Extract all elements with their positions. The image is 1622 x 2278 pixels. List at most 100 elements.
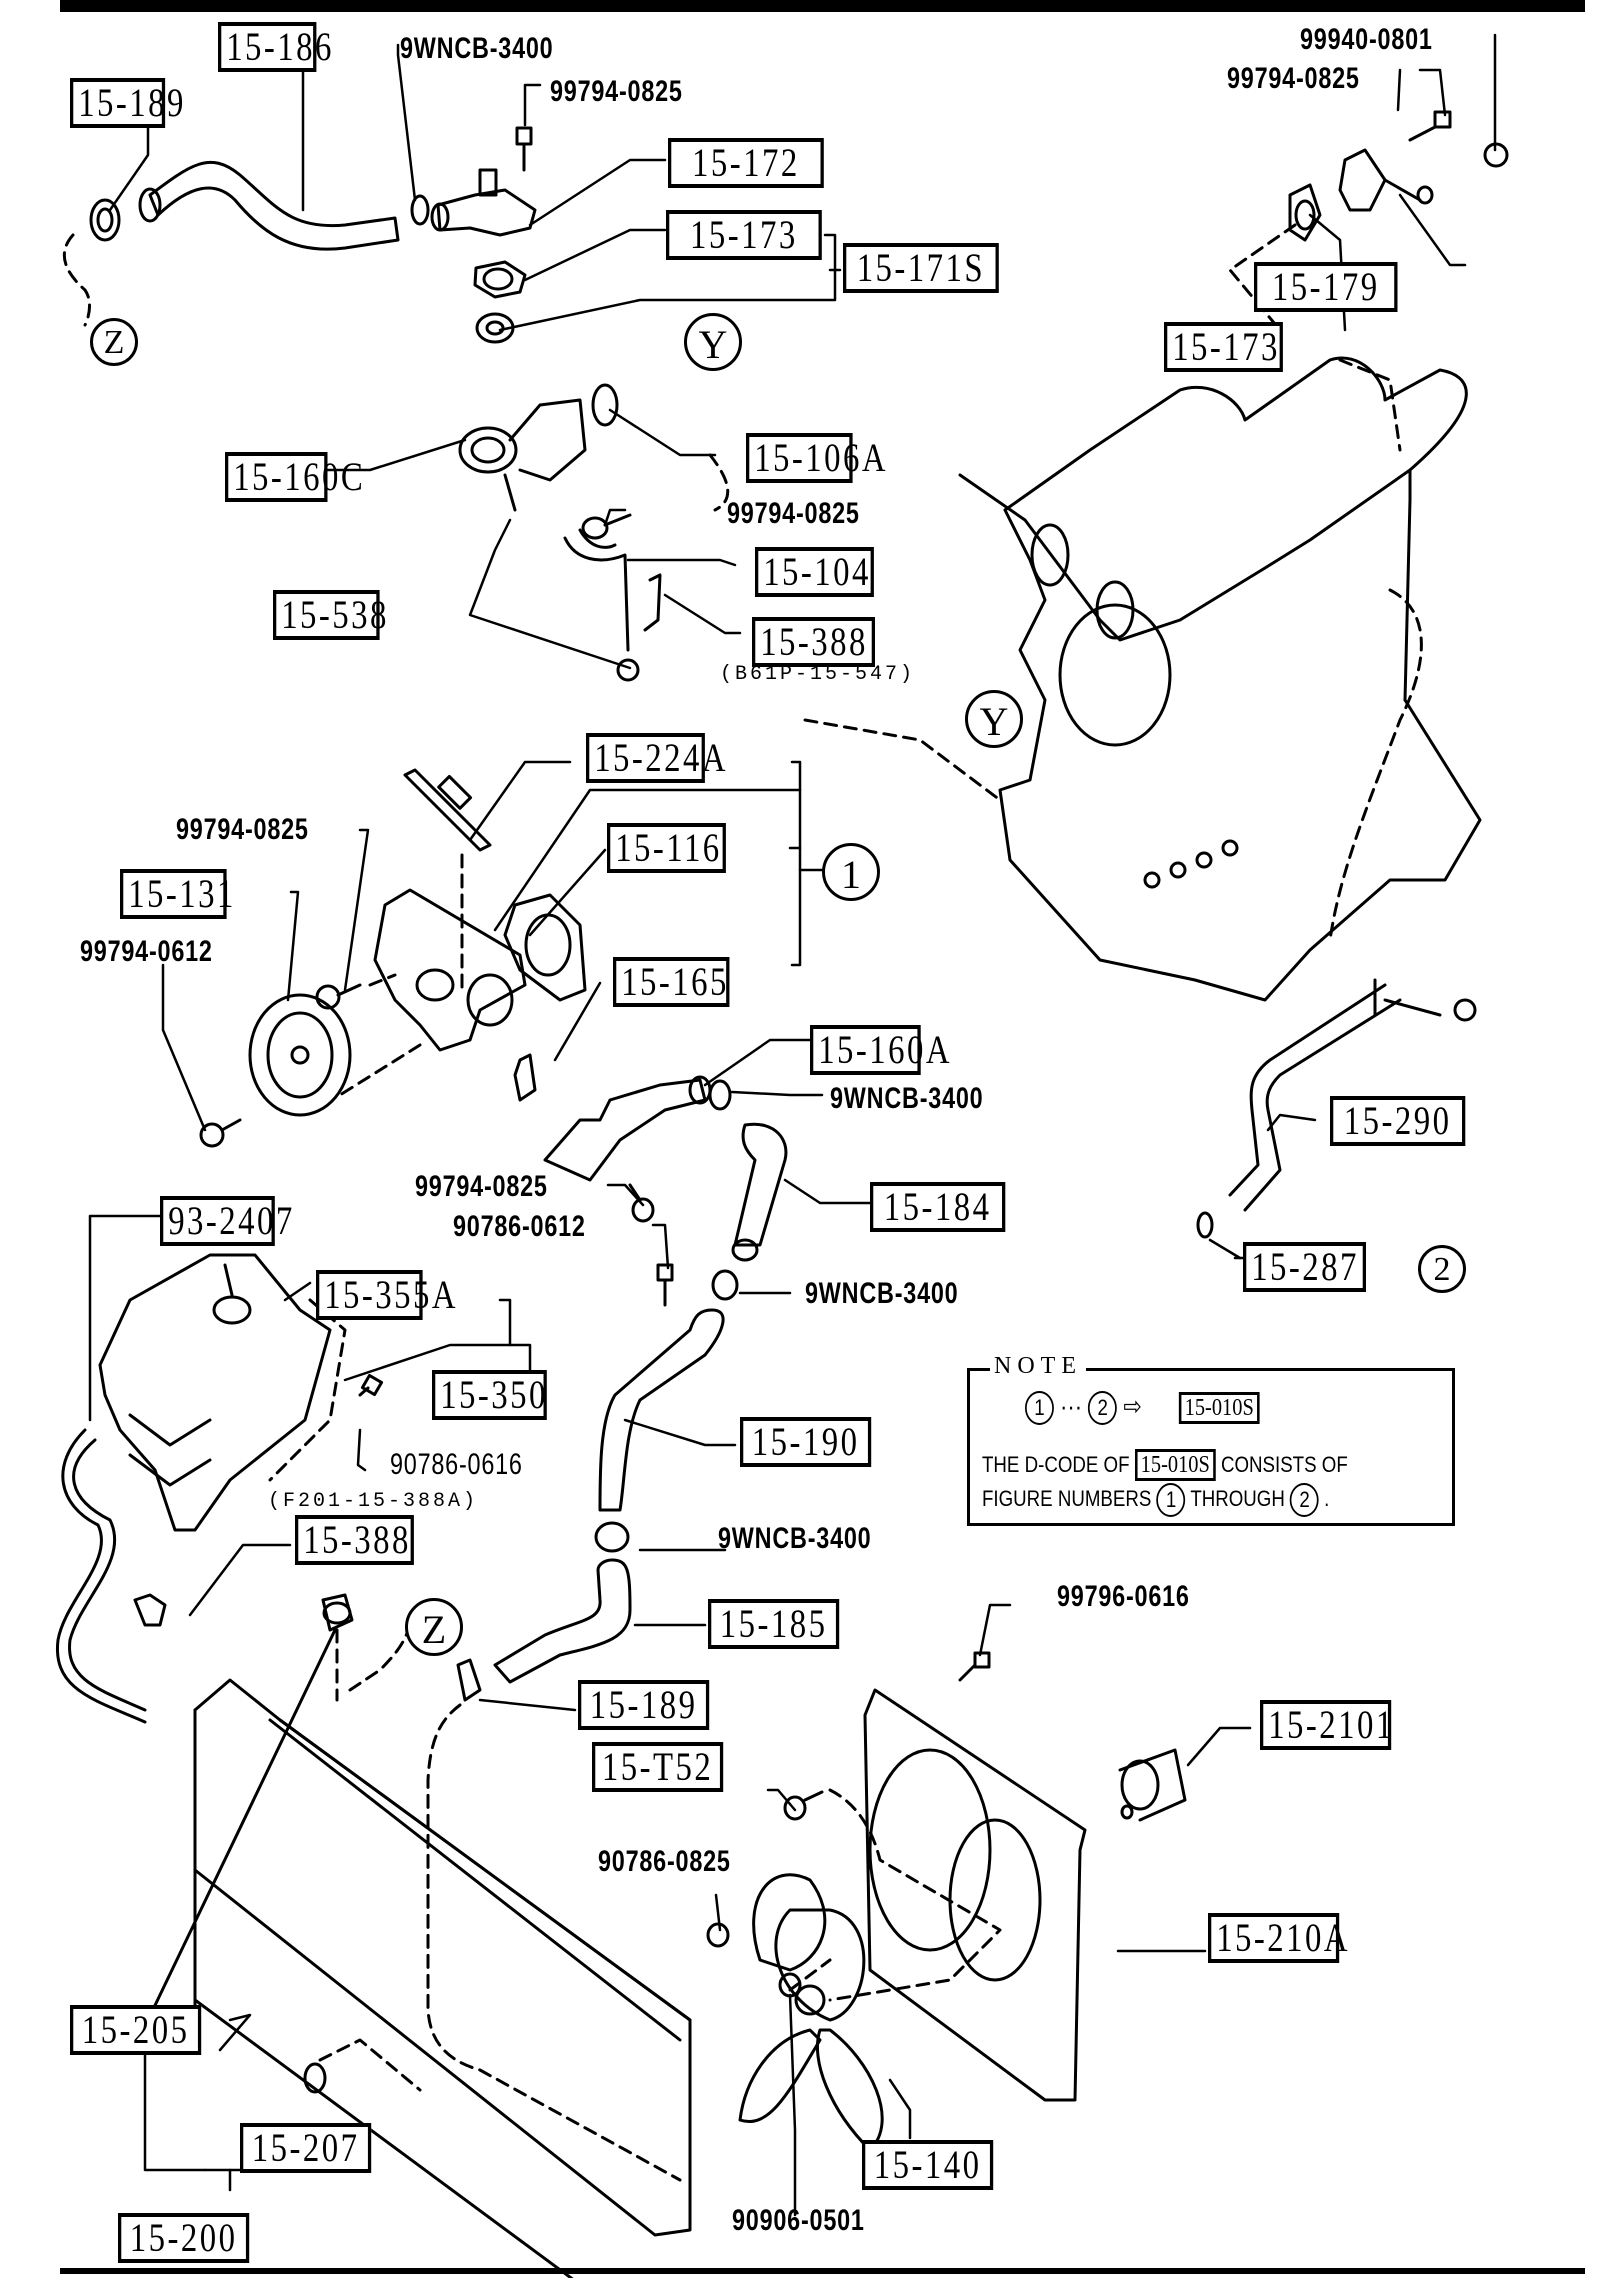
top-rule	[60, 0, 1585, 12]
bolt-160A	[628, 1183, 655, 1223]
label-15-172[interactable]: 15-172	[668, 138, 824, 188]
clamp-185	[594, 1521, 630, 1553]
pn-clamp-top[interactable]: 9WNCB-3400	[400, 32, 554, 65]
label-15-173-right[interactable]: 15-173	[1164, 322, 1283, 372]
pn-bolt-160C[interactable]: 99794-0825	[727, 497, 860, 530]
label-15-388-bottom[interactable]: 15-388	[295, 1515, 414, 1565]
label-15-207[interactable]: 15-207	[240, 2123, 372, 2173]
pn-clamp-185[interactable]: 9WNCB-3400	[718, 1522, 872, 1555]
label-15-210A[interactable]: 15-210A	[1208, 1913, 1348, 1963]
sub-label-b61p: (B61P-15-547)	[720, 663, 916, 686]
pn-nut-right[interactable]: 99940-0801	[1300, 23, 1433, 56]
radiator-cap-15-205	[321, 1593, 354, 1632]
label-15-290[interactable]: 15-290	[1330, 1096, 1466, 1146]
bypass-pipe-15-160A	[543, 1075, 712, 1182]
bolt-top	[515, 126, 533, 172]
bolt-right	[1408, 110, 1452, 142]
o-ring-15-287	[1196, 1211, 1214, 1239]
label-15-160C[interactable]: 15-160C	[225, 452, 363, 502]
label-15-179[interactable]: 15-179	[1254, 262, 1398, 312]
pn-bolt-tank[interactable]: 90786-0616	[390, 1448, 523, 1481]
label-15-106A[interactable]: 15-106A	[746, 433, 886, 483]
note-line-2-to: 2	[1290, 1483, 1319, 1517]
pn-bolt-top[interactable]: 99794-0825	[550, 75, 683, 108]
water-outlet-15-179	[1338, 148, 1434, 212]
note-line-2: FIGURE NUMBERS 1 THROUGH 2 .	[982, 1483, 1329, 1517]
pn-clamp-160A[interactable]: 9WNCB-3400	[830, 1082, 984, 1115]
label-15-160A[interactable]: 15-160A	[810, 1025, 950, 1075]
note-line-1-code[interactable]: 15-010S	[1134, 1449, 1216, 1481]
label-15-116[interactable]: 15-116	[607, 823, 726, 873]
note-range-start: 1	[1025, 1391, 1054, 1426]
sub-label-f201: (F201-15-388A)	[268, 1490, 479, 1513]
bolt-160C	[581, 513, 632, 540]
pn-bolt-fan-side[interactable]: 90786-0825	[598, 1845, 731, 1878]
note-line-2-end: .	[1324, 1485, 1330, 1511]
label-15-200[interactable]: 15-200	[118, 2213, 250, 2263]
bracket-15-388-top	[643, 573, 662, 632]
pipe-15-104	[563, 528, 630, 652]
o-ring-15-106A	[591, 383, 619, 427]
pn-bolt-90786-0612[interactable]: 90786-0612	[453, 1210, 586, 1243]
pn-bolt-pulley[interactable]: 99794-0612	[80, 935, 213, 968]
label-15-140[interactable]: 15-140	[862, 2140, 994, 2190]
label-15-104[interactable]: 15-104	[755, 547, 874, 597]
label-15-224A[interactable]: 15-224A	[586, 733, 726, 783]
label-15-350[interactable]: 15-350	[432, 1370, 547, 1420]
note-line-1: THE D-CODE OF 15-010S CONSISTS OF	[982, 1449, 1348, 1481]
note-arrow-icon: ⇨	[1123, 1391, 1142, 1421]
pn-bolt-right[interactable]: 99794-0825	[1227, 62, 1360, 95]
label-15-T52[interactable]: 15-T52	[592, 1742, 724, 1792]
clamp-9wncb-top	[410, 194, 430, 226]
clamp-160A	[708, 1079, 732, 1111]
pn-bolt-fan-top[interactable]: 99796-0616	[1057, 1580, 1190, 1613]
label-15-189-bottom[interactable]: 15-189	[578, 1680, 710, 1730]
hose-15-190	[598, 1308, 725, 1512]
bolt-fan-top	[958, 1651, 991, 1682]
drain-plug-15-207	[303, 2062, 327, 2094]
label-15-355A[interactable]: 15-355A	[316, 1270, 456, 1320]
note-range-line: 1 ··· 2 ⇨ 15-010S	[1025, 1391, 1260, 1426]
leader-lines	[88, 33, 1497, 2217]
figure-marker-1: 1	[822, 843, 880, 901]
label-15-185[interactable]: 15-185	[708, 1599, 840, 1649]
pn-nut-fan[interactable]: 90906-0501	[732, 2204, 865, 2237]
pn-clamp-184[interactable]: 9WNCB-3400	[805, 1277, 959, 1310]
figure-marker-2: 2	[1418, 1245, 1466, 1293]
label-15-171S[interactable]: 15-171S	[843, 243, 999, 293]
label-15-131[interactable]: 15-131	[120, 869, 233, 919]
label-15-538[interactable]: 15-538	[273, 590, 386, 640]
label-15-287[interactable]: 15-287	[1243, 1242, 1366, 1292]
reserve-tank-15-350	[98, 1253, 332, 1532]
label-15-184[interactable]: 15-184	[870, 1182, 1006, 1232]
gasket-15-165	[513, 1053, 537, 1102]
label-15-388-top[interactable]: 15-388	[752, 617, 875, 667]
label-15-186[interactable]: 15-186	[218, 22, 331, 72]
ref-marker-z-top: Z	[90, 318, 138, 366]
label-15-165[interactable]: 15-165	[613, 957, 730, 1007]
label-15-2101[interactable]: 15-2101	[1260, 1700, 1392, 1750]
hose-15-185	[493, 1558, 632, 1684]
label-15-190[interactable]: 15-190	[740, 1417, 872, 1467]
pn-bolt-160A[interactable]: 99794-0825	[415, 1170, 548, 1203]
bolt-pulley	[199, 1118, 242, 1148]
gasket-15-173-left	[473, 260, 527, 299]
label-15-205[interactable]: 15-205	[70, 2005, 202, 2055]
label-15-189-top[interactable]: 15-189	[70, 78, 183, 128]
water-inlet-15-160C	[458, 398, 587, 512]
note-title: NOTE	[990, 1353, 1086, 1380]
bolt-tank	[358, 1373, 384, 1397]
hose-15-184	[731, 1122, 788, 1262]
note-code[interactable]: 15-010S	[1178, 1392, 1260, 1424]
note-ellipsis: ···	[1060, 1391, 1083, 1421]
pn-bolt-pump[interactable]: 99794-0825	[176, 813, 309, 846]
label-93-2407[interactable]: 93-2407	[160, 1196, 292, 1246]
label-15-173-left[interactable]: 15-173	[666, 210, 822, 260]
clamp-15-189-bottom	[456, 1658, 482, 1702]
water-pump	[373, 888, 527, 1052]
note-box: NOTE 1 ··· 2 ⇨ 15-010S THE D-CODE OF 15-…	[967, 1353, 1455, 1526]
tank-cap-15-355A	[212, 1263, 252, 1325]
gasket-15-173-right	[1288, 183, 1322, 242]
hose-15-186	[138, 160, 400, 251]
